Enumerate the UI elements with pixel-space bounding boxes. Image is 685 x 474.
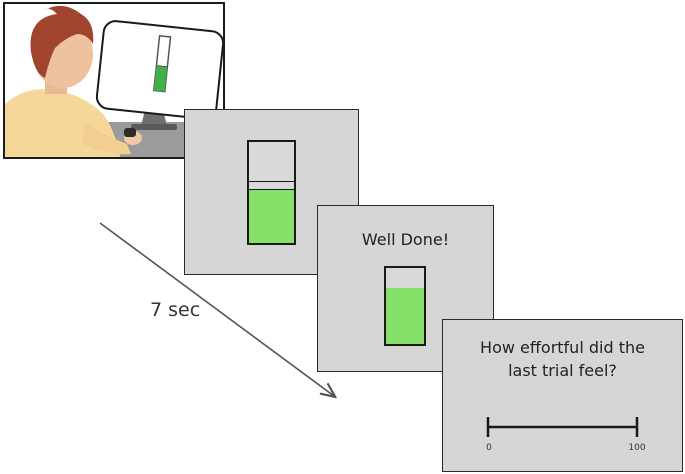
- effort-target-line: [249, 181, 294, 183]
- trial-screen: [184, 109, 359, 275]
- scale-max-label: 100: [628, 443, 646, 453]
- rating-scale[interactable]: [443, 320, 684, 473]
- rating-question: How effortful did the last trial feel?: [443, 336, 682, 382]
- effort-fill-top-line: [249, 189, 294, 191]
- rating-question-line-1: How effortful did the: [480, 338, 645, 357]
- hair: [30, 5, 94, 78]
- feedback-effort-bar-fill: [386, 287, 424, 344]
- timing-arrow-line: [99, 222, 334, 396]
- feedback-message: Well Done!: [361, 230, 450, 249]
- effort-bar: [247, 140, 296, 245]
- monitor-effort-bar: [153, 34, 172, 93]
- timing-label: 7 sec: [150, 299, 201, 321]
- effort-bar-fill: [249, 190, 294, 243]
- rating-question-line-2: last trial feel?: [508, 361, 617, 380]
- feedback-effort-bar: [384, 266, 426, 346]
- participant-at-computer-icon: [5, 5, 223, 157]
- controller: [124, 128, 136, 137]
- participant-illustration: [3, 2, 225, 159]
- rating-screen: How effortful did the last trial feel? 0…: [442, 319, 683, 472]
- scale-min-label: 0: [486, 443, 492, 453]
